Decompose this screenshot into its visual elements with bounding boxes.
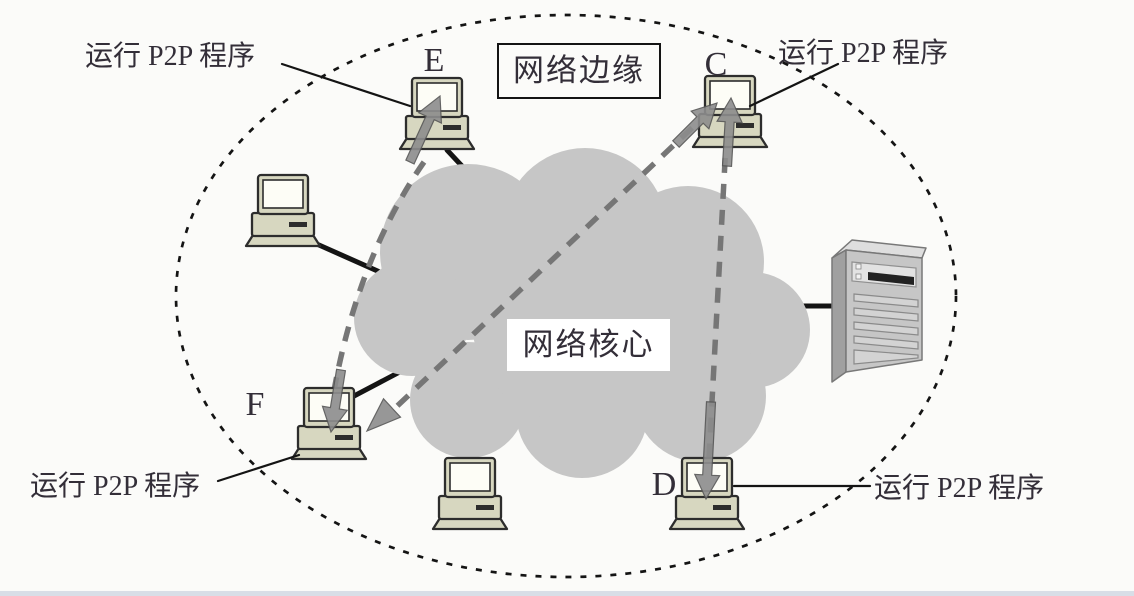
callout-lines	[216, 62, 872, 488]
callout-line-f	[216, 453, 301, 483]
p2p-link-c-f	[392, 107, 713, 412]
server-icon	[831, 239, 927, 383]
p2p-program-label-bottom-right: 运行 P2P 程序	[874, 473, 1045, 504]
callout-line-e	[280, 62, 412, 108]
node-letter-c: C	[704, 46, 728, 83]
transfer-arrow-icon	[671, 102, 718, 149]
transfer-arrow-icon	[693, 401, 721, 501]
network-core-label: 网络核心	[507, 319, 670, 371]
bottom-edge-artifact	[0, 591, 1134, 596]
p2p-arrows	[321, 94, 744, 501]
network-edge-label: 网络边缘	[497, 43, 661, 99]
transfer-arrow-icon	[405, 94, 443, 165]
transfer-arrow-icon	[365, 397, 402, 433]
transfer-arrow-icon	[716, 96, 744, 167]
p2p-program-label-top-right: 运行 P2P 程序	[778, 38, 949, 69]
p2p-link-e-f	[329, 160, 427, 403]
node-letter-d: D	[651, 466, 677, 503]
network-edge-boundary-ellipse	[174, 13, 958, 579]
node-letter-f: F	[245, 386, 265, 423]
p2p-program-label-top-left: 运行 P2P 程序	[85, 41, 256, 72]
callout-line-c	[748, 62, 840, 108]
p2p-program-label-bottom-left: 运行 P2P 程序	[30, 471, 201, 502]
transfer-arrow-icon	[321, 368, 349, 434]
desktop-computer-icon	[244, 173, 322, 248]
node-letter-e: E	[423, 42, 445, 79]
internet-core-cloud-icon	[354, 148, 810, 478]
desktop-computer-icon	[431, 456, 509, 531]
